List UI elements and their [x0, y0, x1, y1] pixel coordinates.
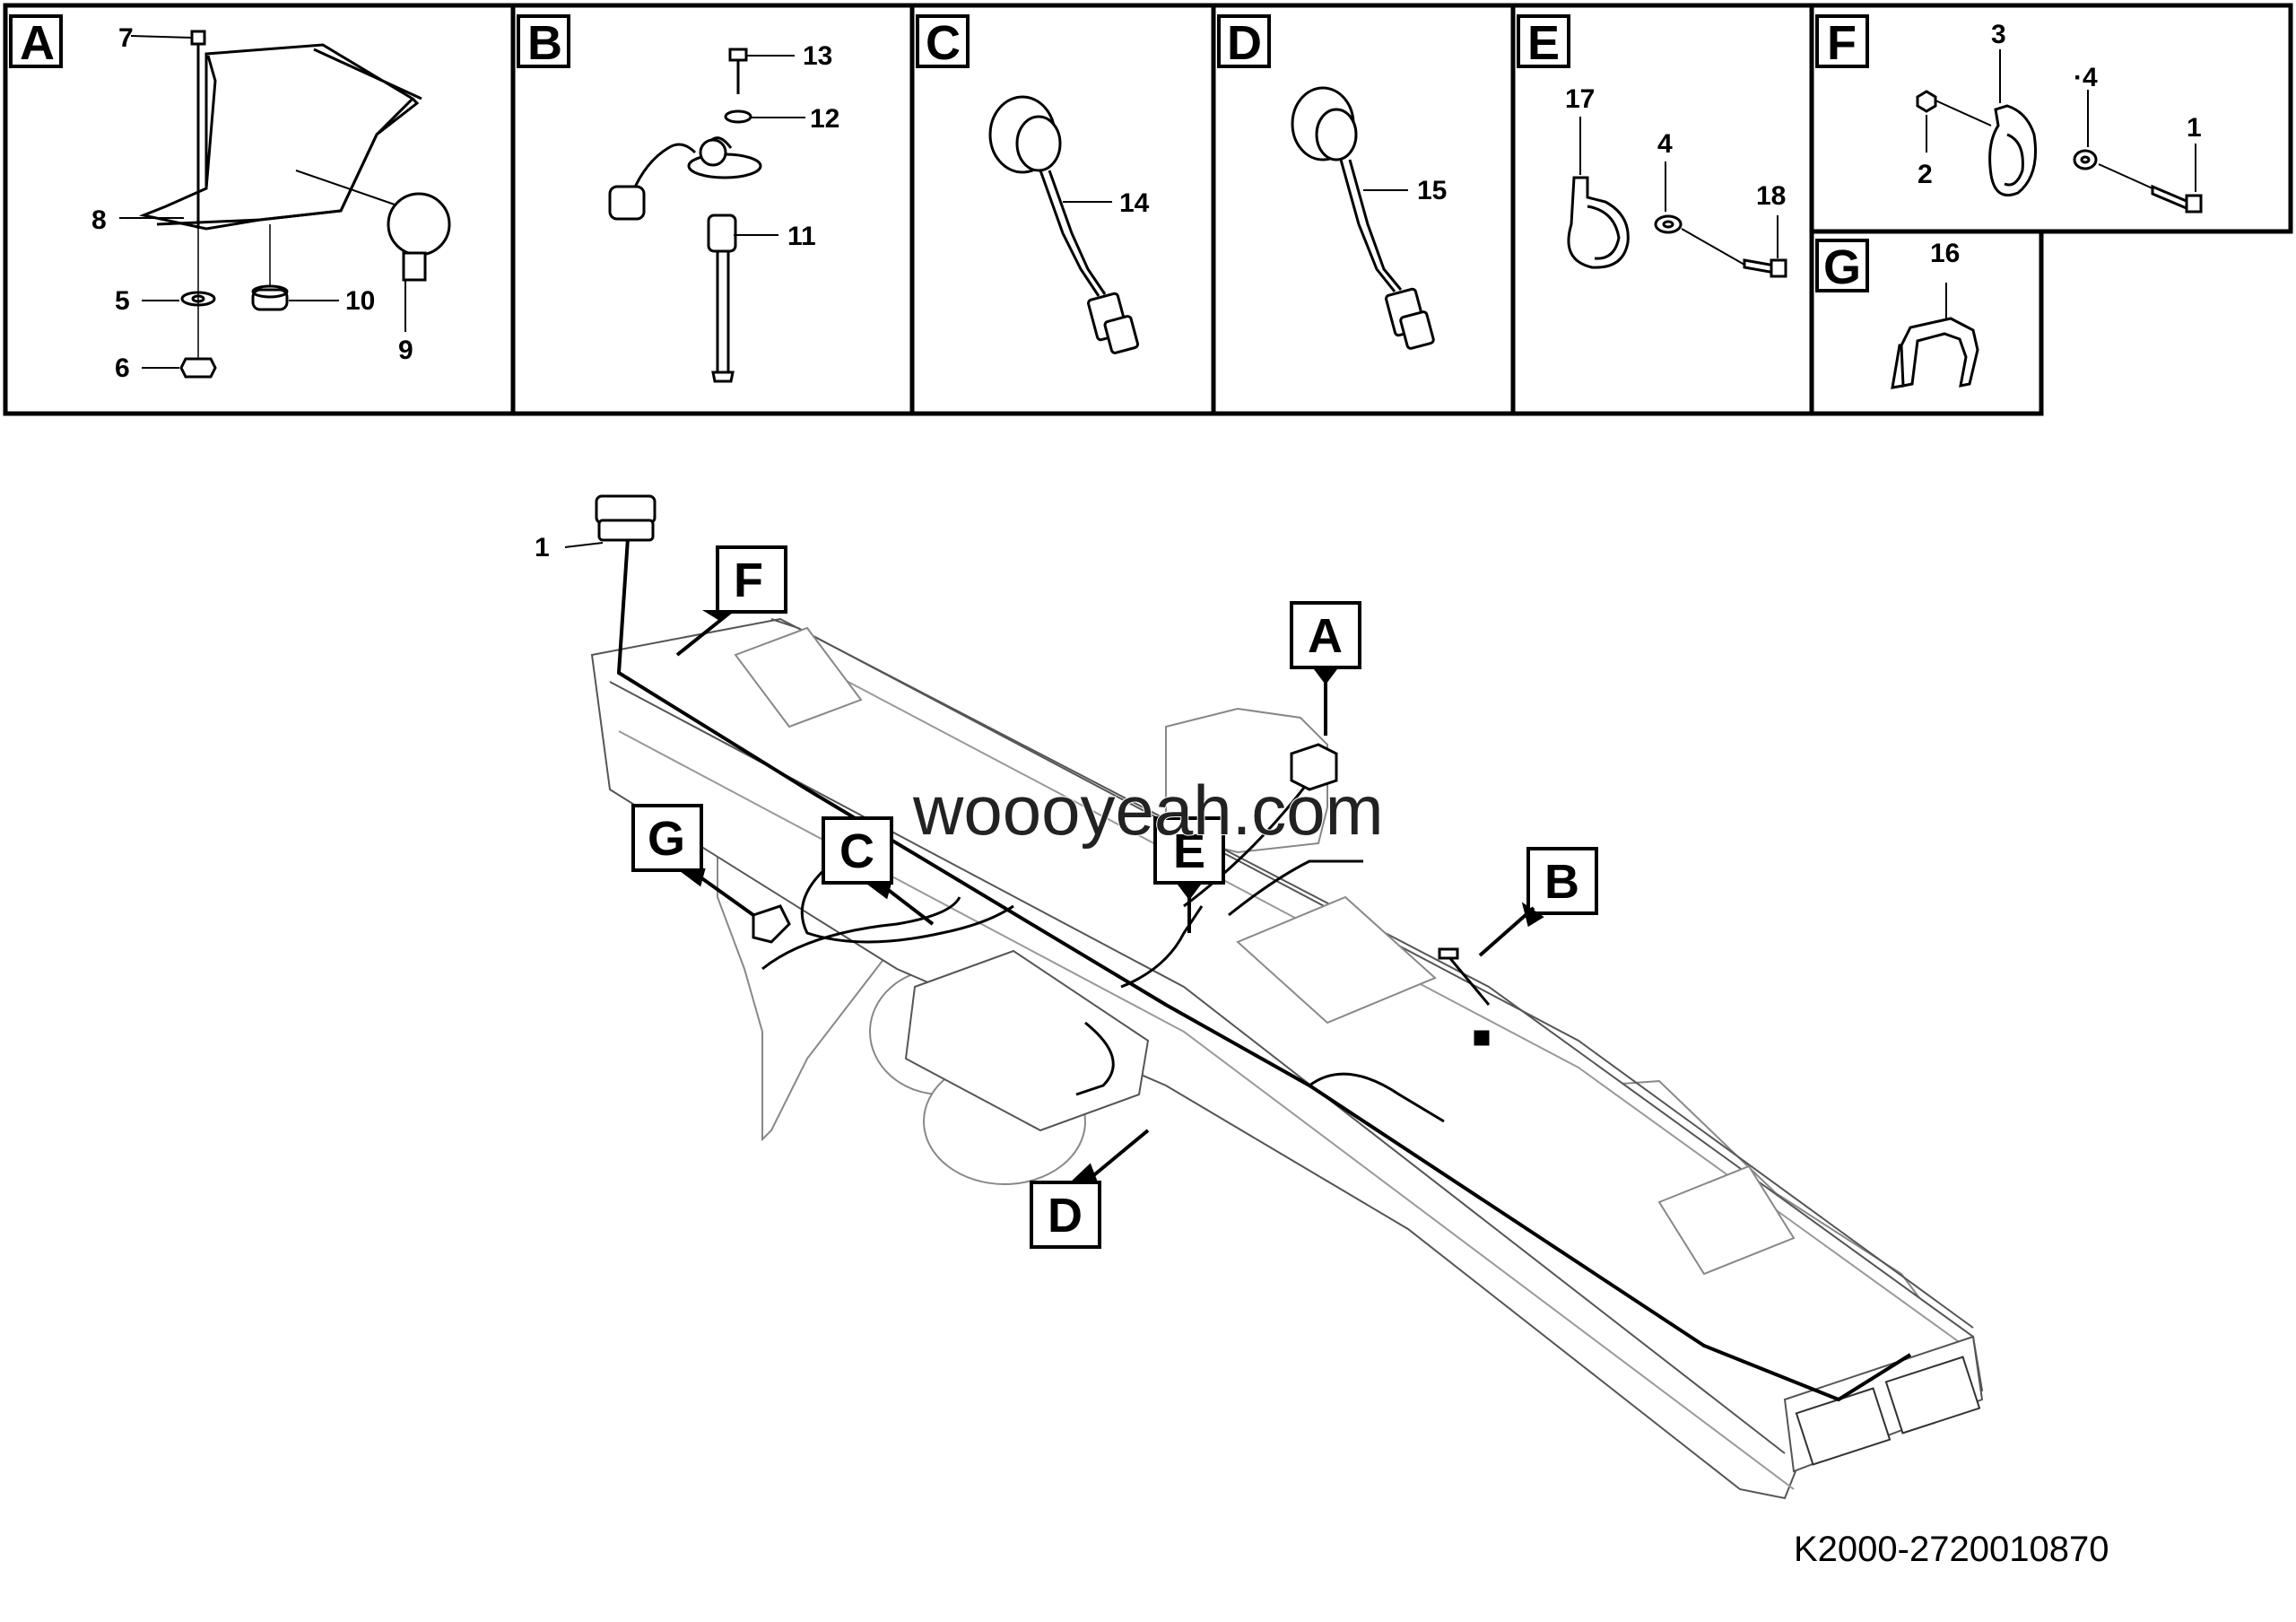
panel-b-part-11: 11	[787, 222, 816, 251]
panel-b-part-12: 12	[810, 104, 839, 134]
panel-e-part-18: 18	[1756, 181, 1786, 211]
panel-d-part-15: 15	[1417, 176, 1447, 205]
panel-f-part-2: 2	[1918, 160, 1933, 189]
panel-f-letter: F	[1827, 16, 1857, 70]
panel-b-frame	[510, 3, 915, 416]
panel-g-frame	[1809, 229, 2044, 416]
main-callouts	[631, 545, 1598, 1249]
main-cover	[752, 904, 791, 944]
panel-g-letter: G	[1823, 240, 1861, 294]
callout-a: A	[1308, 609, 1343, 663]
panel-a-part-5: 5	[115, 286, 130, 316]
panel-f-frame	[1809, 3, 2293, 234]
callout-b: B	[1544, 855, 1579, 909]
watermark: woooyeah.com	[912, 771, 1384, 850]
panel-d-letter: D	[1227, 16, 1262, 70]
panel-b-letter: B	[527, 16, 562, 70]
panel-e-part-4: 4	[1657, 129, 1673, 159]
panel-f-part-1: 1	[2187, 113, 2202, 143]
panel-a-part-6: 6	[115, 353, 130, 383]
panel-a-drawing	[119, 30, 451, 379]
filler-cap	[595, 494, 657, 542]
panel-a-letter: A	[20, 16, 55, 70]
callout-g: G	[648, 812, 685, 866]
panel-b-part-13: 13	[803, 41, 832, 71]
main-sensor	[1438, 947, 1491, 1046]
chassis-drawing	[590, 617, 1984, 1500]
callout-part-1: 1	[535, 533, 550, 562]
panel-e-letter: E	[1527, 16, 1560, 70]
panel-g-part-16: 16	[1930, 239, 1960, 268]
panel-b-drawing	[608, 48, 805, 383]
panel-d-drawing	[1291, 86, 1435, 350]
callout-c: C	[839, 824, 874, 878]
panel-f-part-3: 3	[1991, 20, 2006, 49]
wiring-harness	[616, 537, 1912, 1402]
panel-a-part-7: 7	[118, 23, 134, 53]
panel-f-drawing	[1916, 49, 2203, 214]
drawing-code: K2000-2720010870	[1794, 1530, 2109, 1569]
callout-e: E	[1173, 824, 1205, 878]
main-reflector	[1290, 743, 1338, 791]
panel-a-part-9: 9	[398, 336, 413, 365]
panel-c-letter: C	[926, 16, 961, 70]
panel-letter-boxes	[9, 14, 1869, 292]
panel-g-drawing	[1891, 283, 1979, 389]
panel-e-part-17: 17	[1565, 84, 1595, 114]
panel-a-part-10: 10	[345, 286, 375, 316]
panel-f-part-4: ·4	[2074, 63, 2098, 92]
panel-c-drawing	[988, 95, 1140, 354]
panel-e-drawing	[1567, 117, 1787, 278]
callout-d: D	[1048, 1189, 1083, 1243]
callout-f: F	[734, 554, 763, 607]
panel-a-part-8: 8	[91, 205, 107, 235]
panel-c-part-14: 14	[1119, 188, 1150, 218]
